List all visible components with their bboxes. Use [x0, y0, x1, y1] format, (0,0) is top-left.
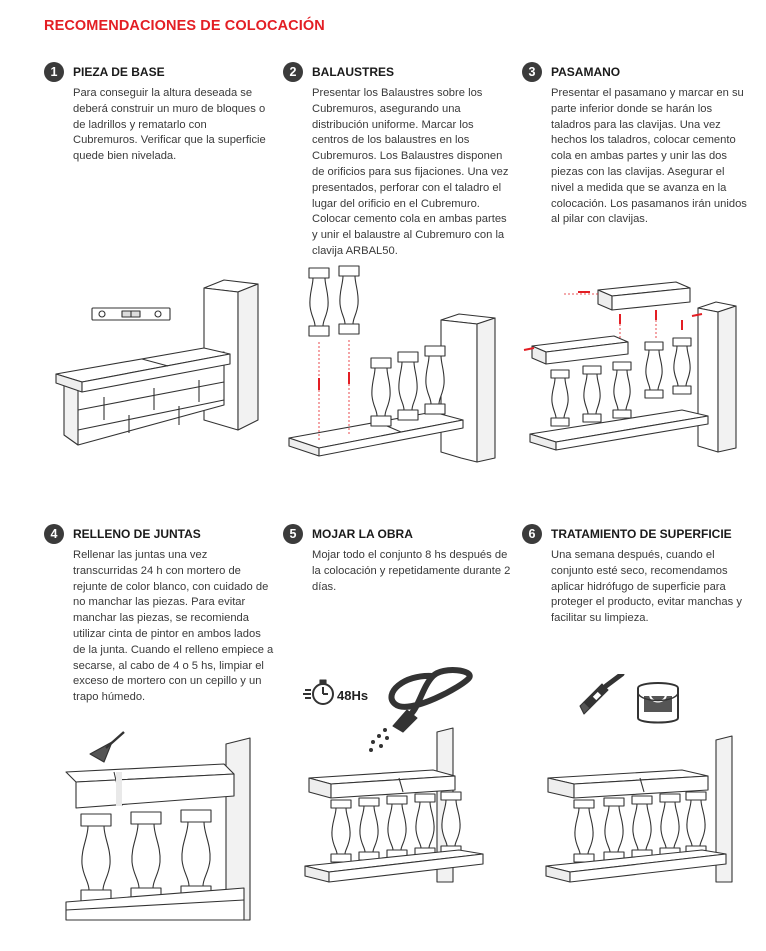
step-title: BALAUSTRES [312, 65, 395, 79]
step-number-badge: 1 [44, 62, 64, 82]
step-5: 5 MOJAR LA OBRA Mojar todo el conjunto 8… [283, 524, 513, 595]
step-description: Para conseguir la altura deseada se debe… [73, 87, 266, 163]
step-title: TRATAMIENTO DE SUPERFICIE [551, 527, 732, 541]
step-number-badge: 3 [522, 62, 542, 82]
step-description: Presentar el pasamano y marcar en su par… [551, 87, 747, 226]
stopwatch-icon [303, 679, 334, 705]
step-3: 3 PASAMANO Presentar el pasamano y marca… [522, 62, 747, 228]
illustration-watering [303, 667, 484, 883]
step-title: MOJAR LA OBRA [312, 527, 413, 541]
step-description: Mojar todo el conjunto 8 hs después de l… [312, 549, 511, 593]
paint-brush-icon [579, 674, 625, 715]
step-number-badge: 4 [44, 524, 64, 544]
step-description: Una semana después, cuando el conjunto e… [551, 549, 742, 625]
illustration-handrail [523, 281, 737, 453]
illustration-base-wall [55, 279, 259, 446]
paint-can-icon [637, 682, 679, 724]
step-4: 4 RELLENO DE JUNTAS Rellenar las juntas … [44, 524, 274, 706]
step-6: 6 TRATAMIENTO DE SUPERFICIE Una semana d… [522, 524, 747, 627]
page-title: RECOMENDACIONES DE COLOCACIÓN [44, 18, 325, 34]
step-number-badge: 6 [522, 524, 542, 544]
hose-nozzle-icon [369, 667, 473, 752]
step-number-badge: 5 [283, 524, 303, 544]
step-number-badge: 2 [283, 62, 303, 82]
illustration-grout-joints [65, 731, 251, 921]
illustration-surface-treatment [545, 674, 733, 883]
step-1: 1 PIEZA DE BASE Para conseguir la altura… [44, 62, 274, 165]
step-title: PASAMANO [551, 65, 621, 79]
step-title: PIEZA DE BASE [73, 65, 165, 79]
illustration-balusters [288, 265, 496, 463]
step-title: RELLENO DE JUNTAS [73, 527, 201, 541]
trowel-icon [89, 731, 125, 763]
step-description: Presentar los Balaustres sobre los Cubre… [312, 87, 509, 257]
step-2: 2 BALAUSTRES Presentar los Balaustres so… [283, 62, 513, 260]
step-description: Rellenar las juntas una vez transcurrida… [73, 549, 274, 704]
level-tool-icon [91, 307, 171, 321]
timer-label: 48Hs [337, 688, 369, 703]
